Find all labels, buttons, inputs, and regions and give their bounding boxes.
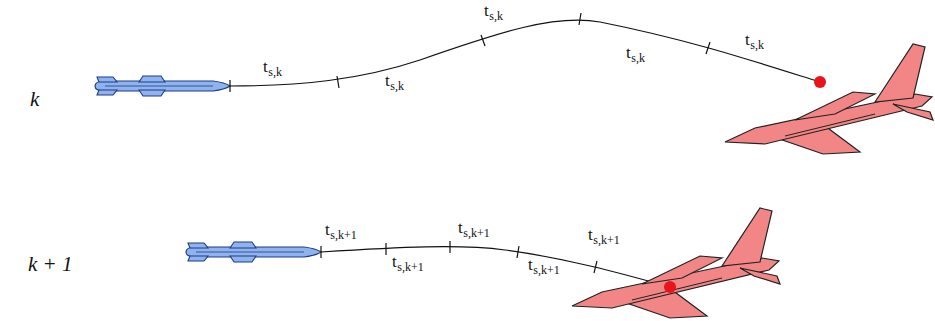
interval-symbol: t [626,44,631,61]
interval-subscript: s,k+1 [330,229,356,241]
row-label: k [30,89,39,110]
interval-symbol: t [484,2,489,19]
interval-subscript: s,k+1 [593,234,619,246]
interval-subscript: s,k [631,52,645,64]
interval-subscript: s,k+1 [463,227,489,239]
interval-symbol: t [528,256,533,273]
interval-symbol: t [392,253,397,270]
interval-subscript: s,k [750,39,764,51]
interval-subscript: s,k [489,10,503,22]
interval-symbol: t [263,58,268,75]
interval-symbol: t [385,72,390,89]
row-label: k + 1 [28,254,73,275]
interval-symbol: t [458,219,463,236]
interval-subscript: s,k [390,80,404,92]
interval-symbol: t [325,221,330,238]
interval-symbol: t [745,31,750,48]
interval-subscript: s,k [268,66,282,78]
interval-subscript: s,k+1 [397,261,423,273]
interval-subscript: s,k+1 [533,264,559,276]
interval-symbol: t [588,226,593,243]
